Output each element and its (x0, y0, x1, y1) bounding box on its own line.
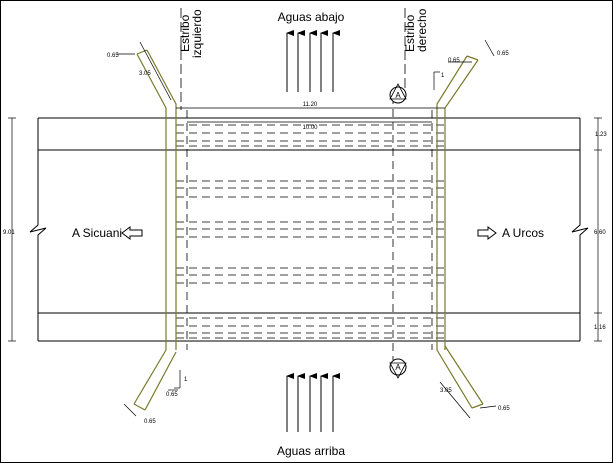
label-a-sicuani: A Sicuani (72, 226, 122, 240)
abutment-axis-lines (180, 8, 406, 110)
deck-dashed-lines (176, 96, 445, 360)
dim-wing-offset-bl: 0.65 (166, 392, 178, 398)
dim-wing-width-bl: 0.65 (144, 419, 156, 425)
label-estribo-izquierdo-1: Estribo (178, 14, 192, 52)
dim-wing-width-tr: 0.65 (497, 51, 509, 57)
flow-arrows-bottom (286, 373, 340, 432)
dim-wing-length-br: 3.05 (440, 388, 452, 394)
dim-span-total: 11.20 (303, 102, 318, 108)
dim-wing-length-tl: 3.05 (139, 71, 151, 77)
section-mark-top-label: A (395, 91, 401, 100)
section-mark-bottom-label: A (395, 363, 401, 372)
dim-wing-offset-tr: 0.65 (448, 58, 460, 64)
dimension-lines (8, 39, 602, 419)
wing-walls (133, 49, 484, 411)
arrow-left-icon (121, 226, 143, 240)
flow-arrows-top (286, 30, 340, 92)
arrow-right-icon (477, 226, 497, 240)
label-a-urcos: A Urcos (502, 226, 544, 240)
dim-slope-bl: 1 (184, 377, 188, 383)
section-mark-bottom (389, 358, 407, 379)
dim-lane-mid: 6.60 (594, 230, 606, 236)
label-aguas-arriba: Aguas arriba (277, 444, 345, 458)
label-estribo-derecho-2: derecho (415, 8, 429, 52)
label-aguas-abajo: Aguas abajo (278, 10, 345, 24)
dim-wing-width-tl: 0.65 (107, 53, 119, 59)
dim-lane-top: 1.23 (595, 132, 607, 138)
dim-road-width: 9.01 (3, 230, 15, 236)
section-mark-top (389, 83, 407, 104)
label-estribo-derecho-1: Estribo (403, 14, 417, 52)
dim-slope-tr: 1 (441, 73, 445, 79)
dim-wing-width-br: 0.65 (498, 406, 510, 412)
dim-lane-bottom: 1.16 (594, 325, 606, 331)
label-estribo-izquierdo-2: izquierdo (190, 9, 204, 58)
road (29, 117, 589, 342)
dim-span-inner: 10.00 (302, 125, 318, 131)
